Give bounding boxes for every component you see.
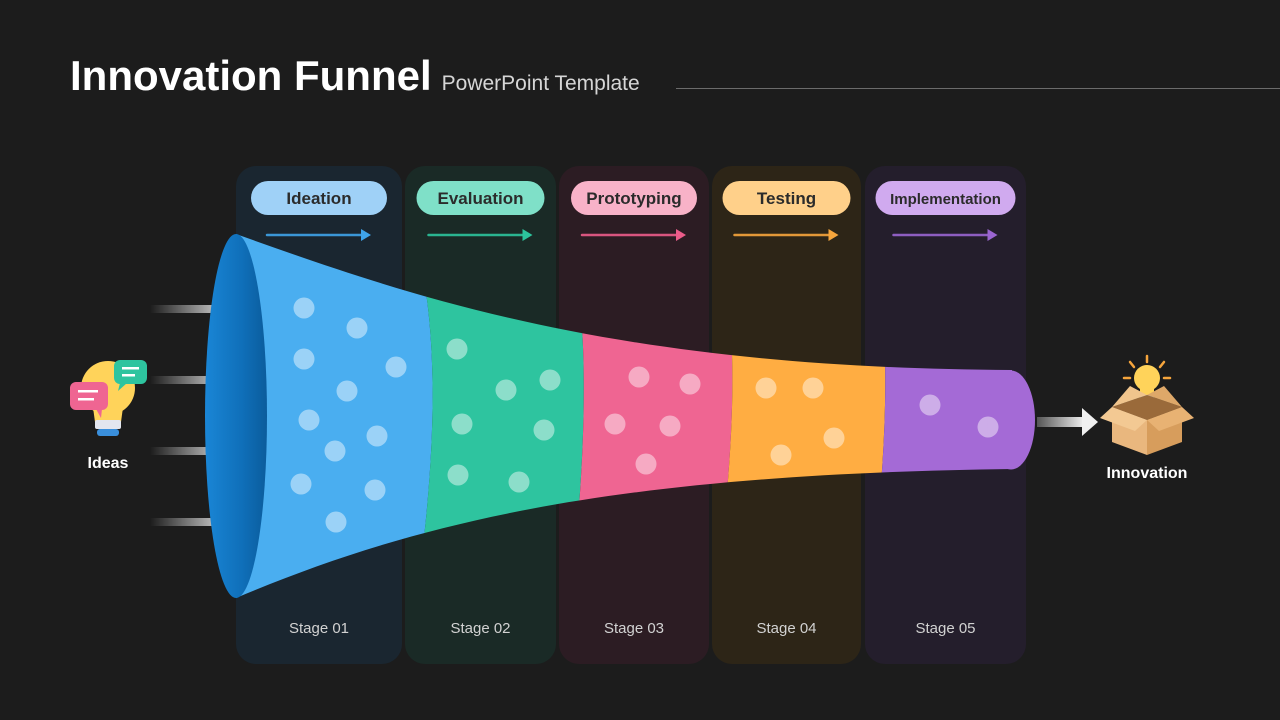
- funnel-dot: [635, 453, 657, 475]
- input-arrow-shaft-4: [150, 518, 238, 526]
- funnel-dot: [755, 377, 777, 399]
- funnel-dot: [336, 380, 358, 402]
- funnel-dot: [533, 419, 555, 441]
- title-divider: [676, 88, 1280, 89]
- stage-title-5: Implementation: [890, 191, 1001, 208]
- lightbulb-chat-icon: [70, 360, 147, 436]
- funnel-dot: [324, 440, 346, 462]
- funnel-dot: [293, 297, 315, 319]
- funnel-dot: [919, 394, 941, 416]
- stage-arrow-head-2: [522, 229, 533, 241]
- stage-number-1: Stage 01: [289, 620, 349, 637]
- title-row: Innovation Funnel PowerPoint Template: [70, 52, 640, 102]
- funnel-dot: [802, 377, 824, 399]
- funnel-dot: [508, 471, 530, 493]
- stage-title-1: Ideation: [286, 189, 351, 208]
- stage-pill-1: [251, 181, 387, 215]
- innovation-label: Innovation: [1107, 465, 1188, 482]
- funnel-dot: [628, 366, 650, 388]
- page-title: Innovation Funnel: [70, 52, 432, 99]
- funnel-mouth: [205, 234, 267, 598]
- stage-number-5: Stage 05: [915, 620, 975, 637]
- funnel-tail-end: [987, 370, 1035, 470]
- stage-title-3: Prototyping: [586, 189, 681, 208]
- funnel-dot: [447, 464, 469, 486]
- funnel-dot: [679, 373, 701, 395]
- stage-number-2: Stage 02: [450, 620, 510, 637]
- input-arrow-shaft-2: [150, 376, 238, 384]
- output-arrow-head: [1082, 408, 1098, 436]
- input-arrow-shaft-1: [150, 305, 238, 313]
- funnel-dot: [364, 479, 386, 501]
- stage-pill-2: [416, 181, 545, 215]
- input-arrow-shaft-3: [150, 447, 238, 455]
- funnel-dot: [325, 511, 347, 533]
- funnel-dot: [446, 338, 468, 360]
- funnel-dot: [495, 379, 517, 401]
- funnel-dot: [346, 317, 368, 339]
- stage-pill-4: [722, 181, 851, 215]
- stage-arrow-head-1: [361, 229, 371, 241]
- output-arrow-shaft: [1037, 417, 1085, 427]
- page-subtitle: PowerPoint Template: [441, 72, 640, 95]
- funnel-dot: [604, 413, 626, 435]
- funnel-dot: [293, 348, 315, 370]
- funnel-dot: [539, 369, 561, 391]
- funnel-dot: [451, 413, 473, 435]
- funnel-dot: [770, 444, 792, 466]
- stage-title-2: Evaluation: [438, 189, 524, 208]
- box-lightbulb-icon: [1100, 354, 1194, 455]
- funnel-dot: [366, 425, 388, 447]
- stage-arrow-head-4: [828, 229, 839, 241]
- ideas-label: Ideas: [88, 455, 129, 472]
- funnel-dot: [659, 415, 681, 437]
- stage-arrow-head-5: [987, 229, 998, 241]
- funnel-dot: [823, 427, 845, 449]
- funnel-dot: [977, 416, 999, 438]
- funnel-dot: [298, 409, 320, 431]
- funnel-dot: [290, 473, 312, 495]
- stage-number-4: Stage 04: [756, 620, 816, 637]
- stage-pill-5: [875, 181, 1016, 215]
- stage-pill-3: [571, 181, 697, 215]
- stage-title-4: Testing: [757, 189, 816, 208]
- stage-number-3: Stage 03: [604, 620, 664, 637]
- stage-arrow-head-3: [676, 229, 686, 241]
- funnel-dot: [385, 356, 407, 378]
